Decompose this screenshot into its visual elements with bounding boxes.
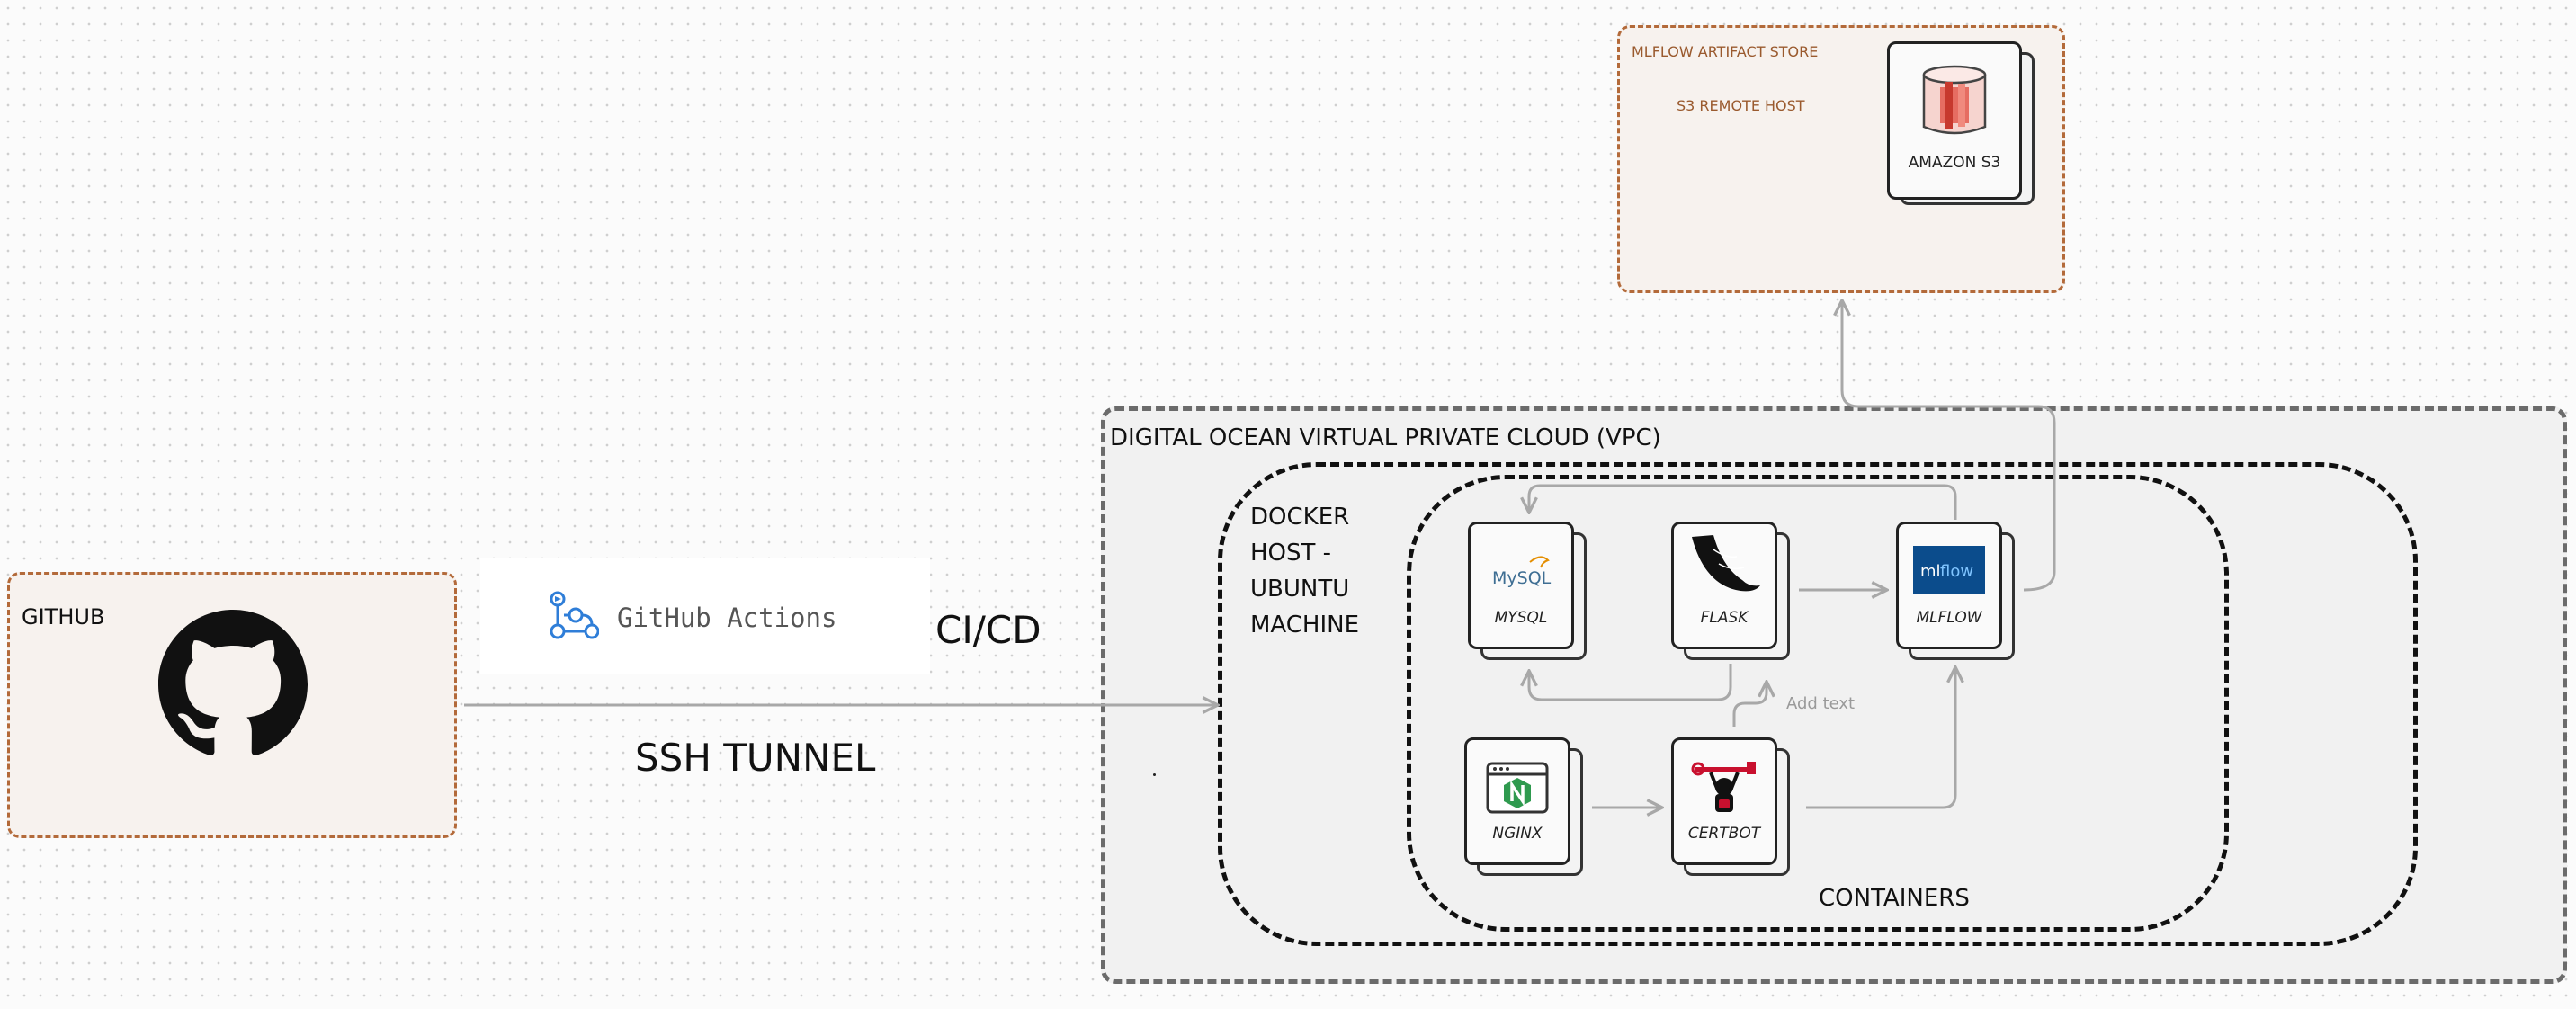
mysql-label: MYSQL <box>1494 609 1548 627</box>
svg-text:flow: flow <box>1940 562 1973 581</box>
github-actions-label: GitHub Actions <box>617 603 837 633</box>
containers-label: CONTAINERS <box>1819 885 1970 912</box>
certbot-to-add-text-arrow <box>1732 683 1767 727</box>
mlflow-card[interactable]: ml flow MLFLOW <box>1896 522 2002 649</box>
s3-bucket-icon <box>1920 64 1989 143</box>
amazon-s3-label: AMAZON S3 <box>1908 154 2001 172</box>
github-icon <box>158 610 308 763</box>
amazon-s3-card[interactable]: AMAZON S3 <box>1887 41 2022 200</box>
github-label: GITHUB <box>22 604 105 630</box>
certbot-icon <box>1691 760 1758 821</box>
mlflow-logo-icon: ml flow <box>1913 546 1985 598</box>
mysql-dolphin-icon: MySQL <box>1489 551 1553 594</box>
docker-host-line-2: HOST - <box>1250 540 1332 567</box>
docker-host-region <box>1218 462 2418 946</box>
nginx-icon <box>1486 762 1549 817</box>
stray-dot <box>1153 773 1156 776</box>
flask-to-mysql-arrow <box>1529 664 1732 701</box>
mlflow-to-s3-arrow <box>1842 302 2056 592</box>
add-text-label[interactable]: Add text <box>1786 694 1856 713</box>
nginx-label: NGINX <box>1492 825 1543 843</box>
github-actions-icon <box>549 590 600 644</box>
cicd-label: CI/CD <box>935 608 1042 652</box>
docker-host-line-4: MACHINE <box>1250 612 1360 638</box>
docker-host-line-1: DOCKER <box>1250 504 1350 531</box>
flask-horn-icon <box>1686 531 1762 603</box>
certbot-label: CERTBOT <box>1687 825 1761 843</box>
flask-label: FLASK <box>1700 609 1749 627</box>
vpc-label: DIGITAL OCEAN VIRTUAL PRIVATE CLOUD (VPC… <box>1110 424 1661 451</box>
github-actions-banner <box>480 558 930 674</box>
svg-text:MySQL: MySQL <box>1492 568 1552 588</box>
docker-host-line-3: UBUNTU <box>1250 576 1350 603</box>
certbot-card[interactable]: CERTBOT <box>1671 737 1777 865</box>
nginx-card[interactable]: NGINX <box>1464 737 1570 865</box>
ssh-tunnel-label: SSH TUNNEL <box>635 736 876 780</box>
mlflow-to-mysql-arrow <box>1529 484 1957 520</box>
certbot-to-mlflow-arrow <box>1806 669 1955 809</box>
artifact-store-label: MLFLOW ARTIFACT STORE <box>1632 43 1819 60</box>
svg-text:ml: ml <box>1920 562 1941 581</box>
containers-region <box>1407 475 2229 932</box>
flask-card[interactable]: FLASK <box>1671 522 1777 649</box>
s3-remote-host-label: S3 REMOTE HOST <box>1677 97 1805 114</box>
mlflow-label: MLFLOW <box>1916 609 1982 627</box>
mysql-card[interactable]: MySQL MYSQL <box>1468 522 1574 649</box>
